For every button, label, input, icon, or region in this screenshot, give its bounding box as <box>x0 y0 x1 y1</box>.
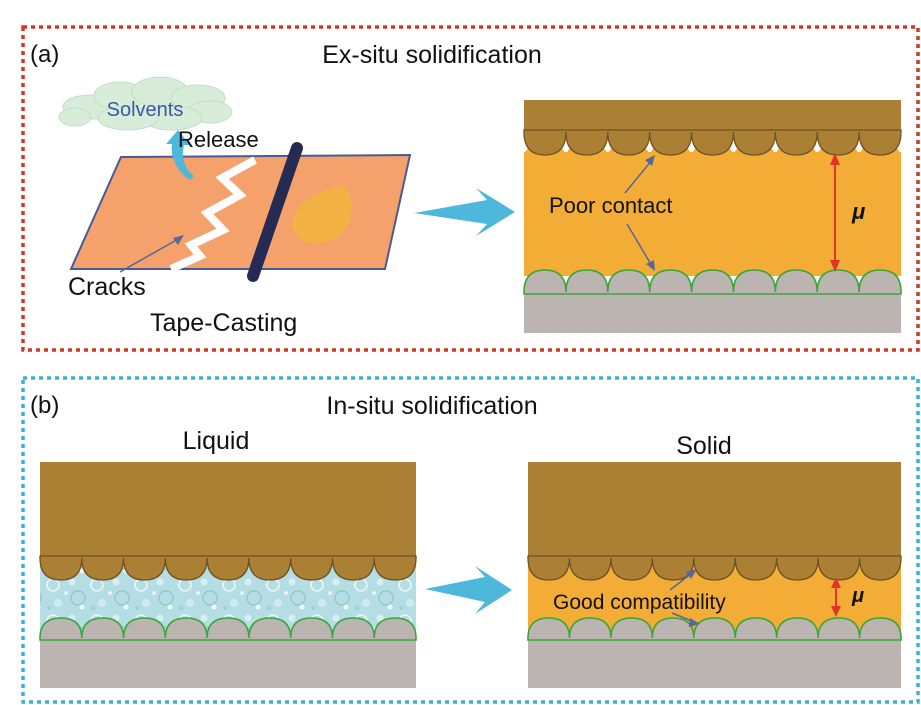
right-arrow-icon-b <box>425 566 512 614</box>
solid-stack <box>527 462 902 688</box>
solid-cathode <box>528 633 901 688</box>
panel-a-tag: (a) <box>30 41 59 68</box>
ex-situ-cathode-bumps <box>523 269 902 295</box>
cracks-pointer <box>119 237 181 273</box>
liquid-cathode-bumps <box>39 617 417 641</box>
ex-situ-anode-bumps <box>523 129 902 156</box>
panel-a-title: Ex-situ solidification <box>322 41 542 69</box>
panel-b-title: In-situ solidification <box>326 392 537 420</box>
cracks-label: Cracks <box>68 273 146 301</box>
crack <box>169 156 257 273</box>
solid-anode-bumps <box>527 555 902 581</box>
double-headed-arrow-icon <box>830 153 840 272</box>
mu-label-a: μ <box>851 199 865 224</box>
curved-up-arrow-icon <box>166 130 194 180</box>
poor-contact-label: Poor contact <box>549 193 673 218</box>
right-arrow-icon <box>414 188 515 236</box>
poor-contact-pointer-down <box>626 223 653 267</box>
double-headed-arrow-icon-b <box>831 577 841 617</box>
liquid-cathode <box>40 633 416 688</box>
tape-casting-sheet <box>69 142 412 282</box>
liquid-anode-bumps <box>39 555 417 581</box>
tape-casting-label: Tape-Casting <box>150 309 297 337</box>
poor-contact-pointer-up <box>624 159 653 194</box>
cloud-icon <box>58 76 233 131</box>
good-compatibility-label: Good compatibility <box>553 591 726 614</box>
ex-situ-anode <box>524 100 901 134</box>
solid-cathode-bumps <box>527 617 902 641</box>
liquid-label: Liquid <box>183 427 250 455</box>
droplet-icon <box>292 186 353 244</box>
solvents-label: Solvents <box>107 99 184 121</box>
ex-situ-electrolyte <box>524 152 901 276</box>
ex-situ-cathode <box>524 290 901 333</box>
solid-anode <box>528 462 901 560</box>
liquid-stack <box>39 462 417 688</box>
good-compat-pointer-up <box>669 572 693 591</box>
release-label: Release <box>178 127 259 152</box>
mu-label-b: μ <box>851 585 864 607</box>
solid-label: Solid <box>676 432 732 460</box>
panel-b-border <box>21 376 920 704</box>
rod-icon <box>247 142 303 282</box>
liquid-anode <box>40 462 416 560</box>
panel-a-border <box>21 25 920 352</box>
panel-b-tag: (b) <box>30 392 59 419</box>
ex-situ-stack <box>523 100 902 333</box>
